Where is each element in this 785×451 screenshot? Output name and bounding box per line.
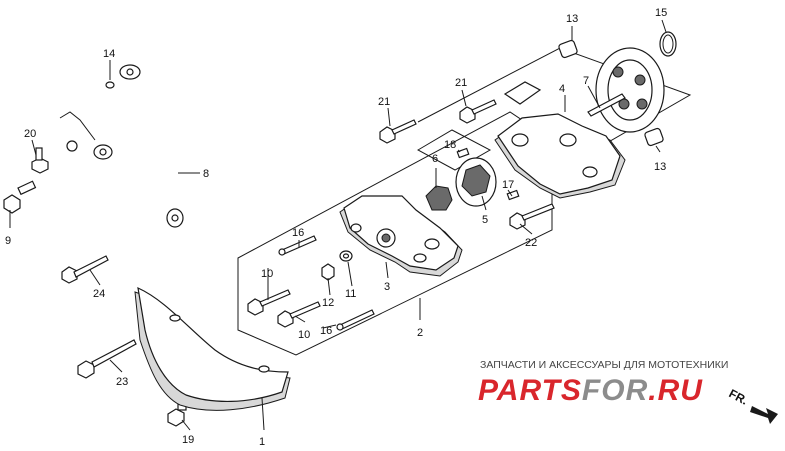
- leader-lines: [9, 19, 667, 431]
- pump-housing: [494, 81, 626, 199]
- callout-1: 1: [259, 436, 265, 448]
- bolt-20: [31, 147, 49, 174]
- dowel-18: [456, 147, 470, 159]
- front-arrow-icon: [750, 406, 778, 424]
- callout-20: 20: [24, 128, 36, 140]
- bolt-22: [509, 203, 555, 230]
- callout-16a: 16: [292, 227, 304, 239]
- bolt-24: [61, 255, 109, 284]
- callout-4: 4: [559, 83, 565, 95]
- callout-7: 7: [583, 75, 589, 87]
- callout-8: 8: [203, 168, 209, 180]
- callout-13b: 13: [654, 161, 666, 173]
- guard-plate: [134, 286, 291, 411]
- bolt-10a: [247, 289, 291, 316]
- watermark-subtitle: ЗАПЧАСТИ И АКСЕССУАРЫ ДЛЯ МОТОТЕХНИКИ: [480, 359, 728, 371]
- watermark: ЗАПЧАСТИ И АКСЕССУАРЫ ДЛЯ МОТОТЕХНИКИ PA…: [478, 359, 728, 407]
- logo-part-parts: PARTS: [478, 374, 582, 407]
- bolt-19: [167, 403, 187, 427]
- collar-13b: [644, 127, 664, 147]
- front-label: FR.: [727, 386, 751, 407]
- o-ring-15: [659, 31, 677, 57]
- logo-part-ru: .RU: [648, 374, 703, 407]
- inner-rotor: [425, 185, 453, 211]
- callout-21b: 21: [455, 77, 467, 89]
- bolt-21a: [379, 119, 417, 144]
- callout-14: 14: [103, 48, 115, 60]
- callout-17: 17: [502, 179, 514, 191]
- dowel-17: [506, 189, 520, 201]
- callout-21a: 21: [378, 96, 390, 108]
- bolt-10b: [277, 301, 321, 328]
- washer-14: [105, 81, 115, 89]
- oil-pipe: [59, 64, 184, 244]
- watermark-logo: PARTSFOR.RU: [478, 374, 703, 407]
- bolt-9: [3, 180, 37, 214]
- callout-12: 12: [322, 297, 334, 309]
- callout-24: 24: [93, 288, 105, 300]
- callout-10b: 10: [298, 329, 310, 341]
- callout-9: 9: [5, 235, 11, 247]
- front-direction-marker: FR.: [727, 386, 778, 424]
- callout-13a: 13: [566, 13, 578, 25]
- logo-part-for: FOR: [582, 374, 648, 407]
- shaft-7: [587, 93, 626, 117]
- callout-19: 19: [182, 434, 194, 446]
- bolt-21b: [459, 99, 497, 124]
- callout-11: 11: [345, 288, 356, 300]
- collar-13a: [558, 39, 578, 59]
- bolt-23: [77, 339, 137, 379]
- callout-3: 3: [384, 281, 390, 293]
- callout-labels: 1 2 3 4 5 6 7 8 9 10 10 11 12 13 13 14 1…: [5, 7, 667, 448]
- pump-body: [339, 195, 463, 277]
- callout-23: 23: [116, 376, 128, 388]
- assembly-outline-6-18: [416, 129, 492, 171]
- callout-15: 15: [655, 7, 667, 19]
- callout-22: 22: [525, 237, 537, 249]
- washer-11: [339, 250, 353, 262]
- callout-2: 2: [417, 327, 423, 339]
- callout-5: 5: [482, 214, 488, 226]
- stud-16b: [336, 309, 375, 331]
- assembly-outline-2: [237, 111, 553, 356]
- callout-10a: 10: [261, 268, 273, 280]
- callout-18: 18: [444, 139, 456, 151]
- washer-12: [321, 263, 335, 281]
- callout-16b: 16: [320, 325, 332, 337]
- callout-6: 6: [432, 153, 438, 165]
- drive-gear: [595, 47, 665, 133]
- outer-rotor: [455, 157, 497, 207]
